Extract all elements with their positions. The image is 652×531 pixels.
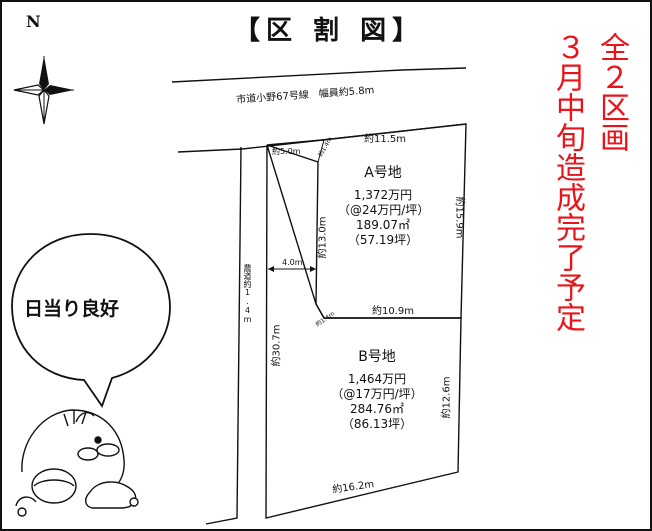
middle-boundary-dimension: 約10.9m xyxy=(372,306,415,317)
offset-dimension: 4.0m xyxy=(282,258,303,267)
lot-a-name: A号地 xyxy=(364,165,402,181)
lot-b-outline xyxy=(265,144,462,519)
lot-a-price: 1,372万円 xyxy=(353,188,413,202)
mole-mascot-icon xyxy=(15,409,139,517)
lot-b-right-dimension: 約12.6m xyxy=(441,376,453,419)
compass-rose-icon xyxy=(13,56,74,125)
lot-a-unit-price: （@24万円/坪） xyxy=(338,203,430,217)
announcement-lot-count: 全２区画 xyxy=(594,32,629,152)
city-road-north-edge xyxy=(171,67,467,83)
lot-a-area-m2: 189.07㎡ xyxy=(356,218,410,232)
lot-b-left-dimension: 約30.7m xyxy=(271,324,283,367)
farm-road-edge xyxy=(205,147,242,525)
lot-b-price: 1,464万円 xyxy=(347,372,407,386)
lot-a-info: A号地 1,372万円 （@24万円/坪） 189.07㎡ （57.19坪） xyxy=(338,162,430,248)
corner-top-dimension: 約5.0m xyxy=(272,147,301,156)
page-title: 【区 割 図】 xyxy=(234,16,425,46)
lot-a-left-dimension: 約13.0m xyxy=(317,216,329,259)
north-label: N xyxy=(26,12,41,31)
top-edge-dimension: 約11.5m xyxy=(364,134,407,145)
speech-bubble xyxy=(11,233,171,408)
lot-b-name: B号地 xyxy=(358,349,396,365)
lot-b-info: B号地 1,464万円 （@17万円/坪） 284.76㎡ （86.13坪） xyxy=(322,346,432,432)
offset-dimension-arrow xyxy=(268,266,316,272)
corner-chamfer-line xyxy=(317,139,325,163)
announcement-completion: ３月中旬造成完了予定 xyxy=(550,32,585,332)
lot-a-right-dimension: 約15.9m xyxy=(453,196,465,239)
lot-b-area-tsubo: （86.13坪） xyxy=(341,417,413,431)
farm-road-label: 農道約1.4m xyxy=(243,264,252,324)
sunlight-callout-text: 日当り良好 xyxy=(24,298,120,320)
lot-b-unit-price: （@17万円/坪） xyxy=(331,387,423,401)
lot-a-area-tsubo: （57.19坪） xyxy=(347,233,419,247)
lot-b-area-m2: 284.76㎡ xyxy=(350,402,404,416)
